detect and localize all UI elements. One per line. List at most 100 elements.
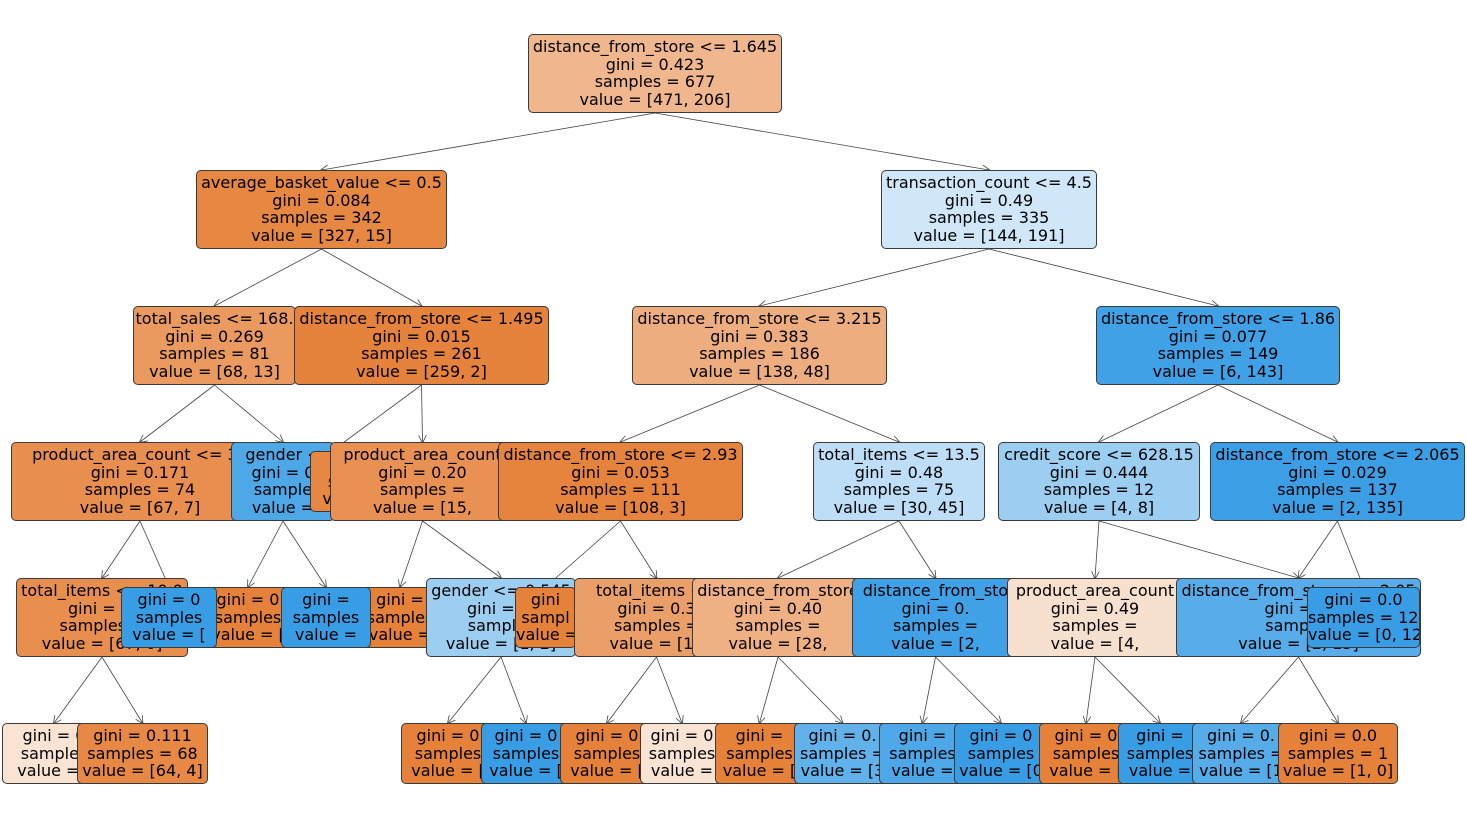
tree-edge — [400, 520, 423, 587]
node-line: gini = 0.423 — [605, 54, 705, 74]
node-line: samples = 68 — [87, 743, 198, 763]
tree-edge — [1298, 656, 1339, 723]
node-line: gini = 0.20 — [378, 462, 467, 482]
node-line: value = [1, 0] — [1282, 761, 1394, 781]
tree-edge — [448, 656, 502, 723]
node-line: gini — [530, 590, 561, 609]
node-line: samples = 81 — [159, 344, 270, 364]
node-line: samples — [214, 607, 282, 627]
node-line: gini = 0 — [650, 726, 714, 745]
tree-edge — [214, 384, 284, 442]
node-line: value = [15, — [373, 497, 472, 517]
node-line: distance_from_sto — [862, 581, 1009, 600]
tree-edge — [935, 656, 1002, 723]
node-line: total_items <= 13.5 — [818, 445, 980, 464]
node-line: samples = — [1052, 616, 1138, 636]
node-line — [122, 644, 216, 647]
node-line: distance_from_store <= 1.86 — [1100, 309, 1336, 328]
node-line: value = [1 — [1199, 761, 1283, 781]
node-line: transaction_count <= 4.5 — [886, 173, 1092, 192]
node-line: samples — [967, 743, 1035, 763]
node-line: samples = 137 — [1277, 480, 1398, 500]
node-line: value = [471, 206] — [579, 89, 731, 109]
node-line: value = [4, — [1050, 633, 1140, 653]
node-line: value = [ — [132, 625, 206, 645]
tree-edge — [1098, 520, 1299, 578]
tree-edge — [1099, 384, 1219, 442]
node-line: value = — [891, 761, 954, 781]
node-line — [482, 780, 570, 783]
node-line: samples — [1052, 743, 1120, 763]
node-line — [795, 780, 890, 783]
node-line: samples = — [380, 480, 465, 500]
node-line: samples = — [893, 616, 978, 636]
tree-edge — [139, 520, 169, 587]
node-line: samples = 1 — [1287, 743, 1389, 763]
tree-edge — [1337, 520, 1364, 587]
tree-edge — [923, 656, 936, 723]
node-line: gini = — [302, 590, 350, 609]
tree-edge — [898, 520, 936, 578]
node-line: total_sales <= 168. — [135, 309, 294, 328]
node-line: distance_from_store <= 1.495 — [299, 309, 544, 328]
node-line: value = [327, 15] — [251, 225, 392, 245]
tree-edge — [654, 112, 989, 170]
node-line: value = [108, 3] — [555, 497, 686, 517]
node-line: value = — [650, 761, 714, 781]
node-line: value = [ — [722, 761, 797, 781]
node-line: value = — [294, 625, 358, 645]
tree-edge — [321, 248, 422, 306]
node-line: samples = 186 — [699, 344, 820, 364]
tree-edge — [1095, 520, 1099, 578]
node-line: samples = 12 — [1043, 480, 1155, 500]
node-line — [1119, 780, 1201, 783]
tree-edge — [332, 384, 422, 451]
node-line: samples — [414, 743, 482, 763]
node-line: value = [30, 45] — [833, 497, 965, 517]
tree-edge — [422, 520, 502, 578]
node-line: samples = 342 — [261, 208, 382, 228]
node-line: samples — [492, 743, 560, 763]
node-line: average_basket_value <= 0.5 — [201, 173, 442, 192]
tree-edge — [656, 656, 683, 723]
node-line: gini = 0 — [137, 590, 201, 609]
node-line: samples = 261 — [361, 344, 482, 364]
node-line: distance_from_store <= 1.645 — [532, 37, 778, 56]
node-line: gini = 0 — [494, 726, 558, 745]
node-line: sampl — [521, 607, 570, 627]
node-line: samples = 75 — [843, 480, 955, 500]
node-line: samples = — [735, 616, 821, 636]
node-line: distance_from_store <= 2.065 — [1215, 445, 1460, 464]
tree-edge — [777, 656, 843, 723]
node-line: gini = — [898, 726, 947, 745]
node-line — [561, 780, 653, 783]
tree-edge — [1217, 384, 1338, 442]
node-line: gini = 0.3 — [617, 598, 696, 618]
node-line: samples = — [1198, 743, 1284, 763]
node-line: value = [2, 135] — [1272, 497, 1403, 517]
node-line: distance_from_store — [697, 581, 859, 600]
node-line: value = [2, — [891, 633, 980, 653]
tree-edge — [140, 384, 215, 442]
node-line: gini = 0 — [251, 462, 315, 482]
node-line — [955, 780, 1047, 783]
node-line: value = [138, 48] — [689, 361, 830, 381]
tree-edge — [621, 384, 760, 442]
node-line: value = [6, 143] — [1152, 361, 1284, 381]
node-line: gini = 0. — [901, 598, 970, 618]
tree-edge — [988, 248, 1218, 306]
